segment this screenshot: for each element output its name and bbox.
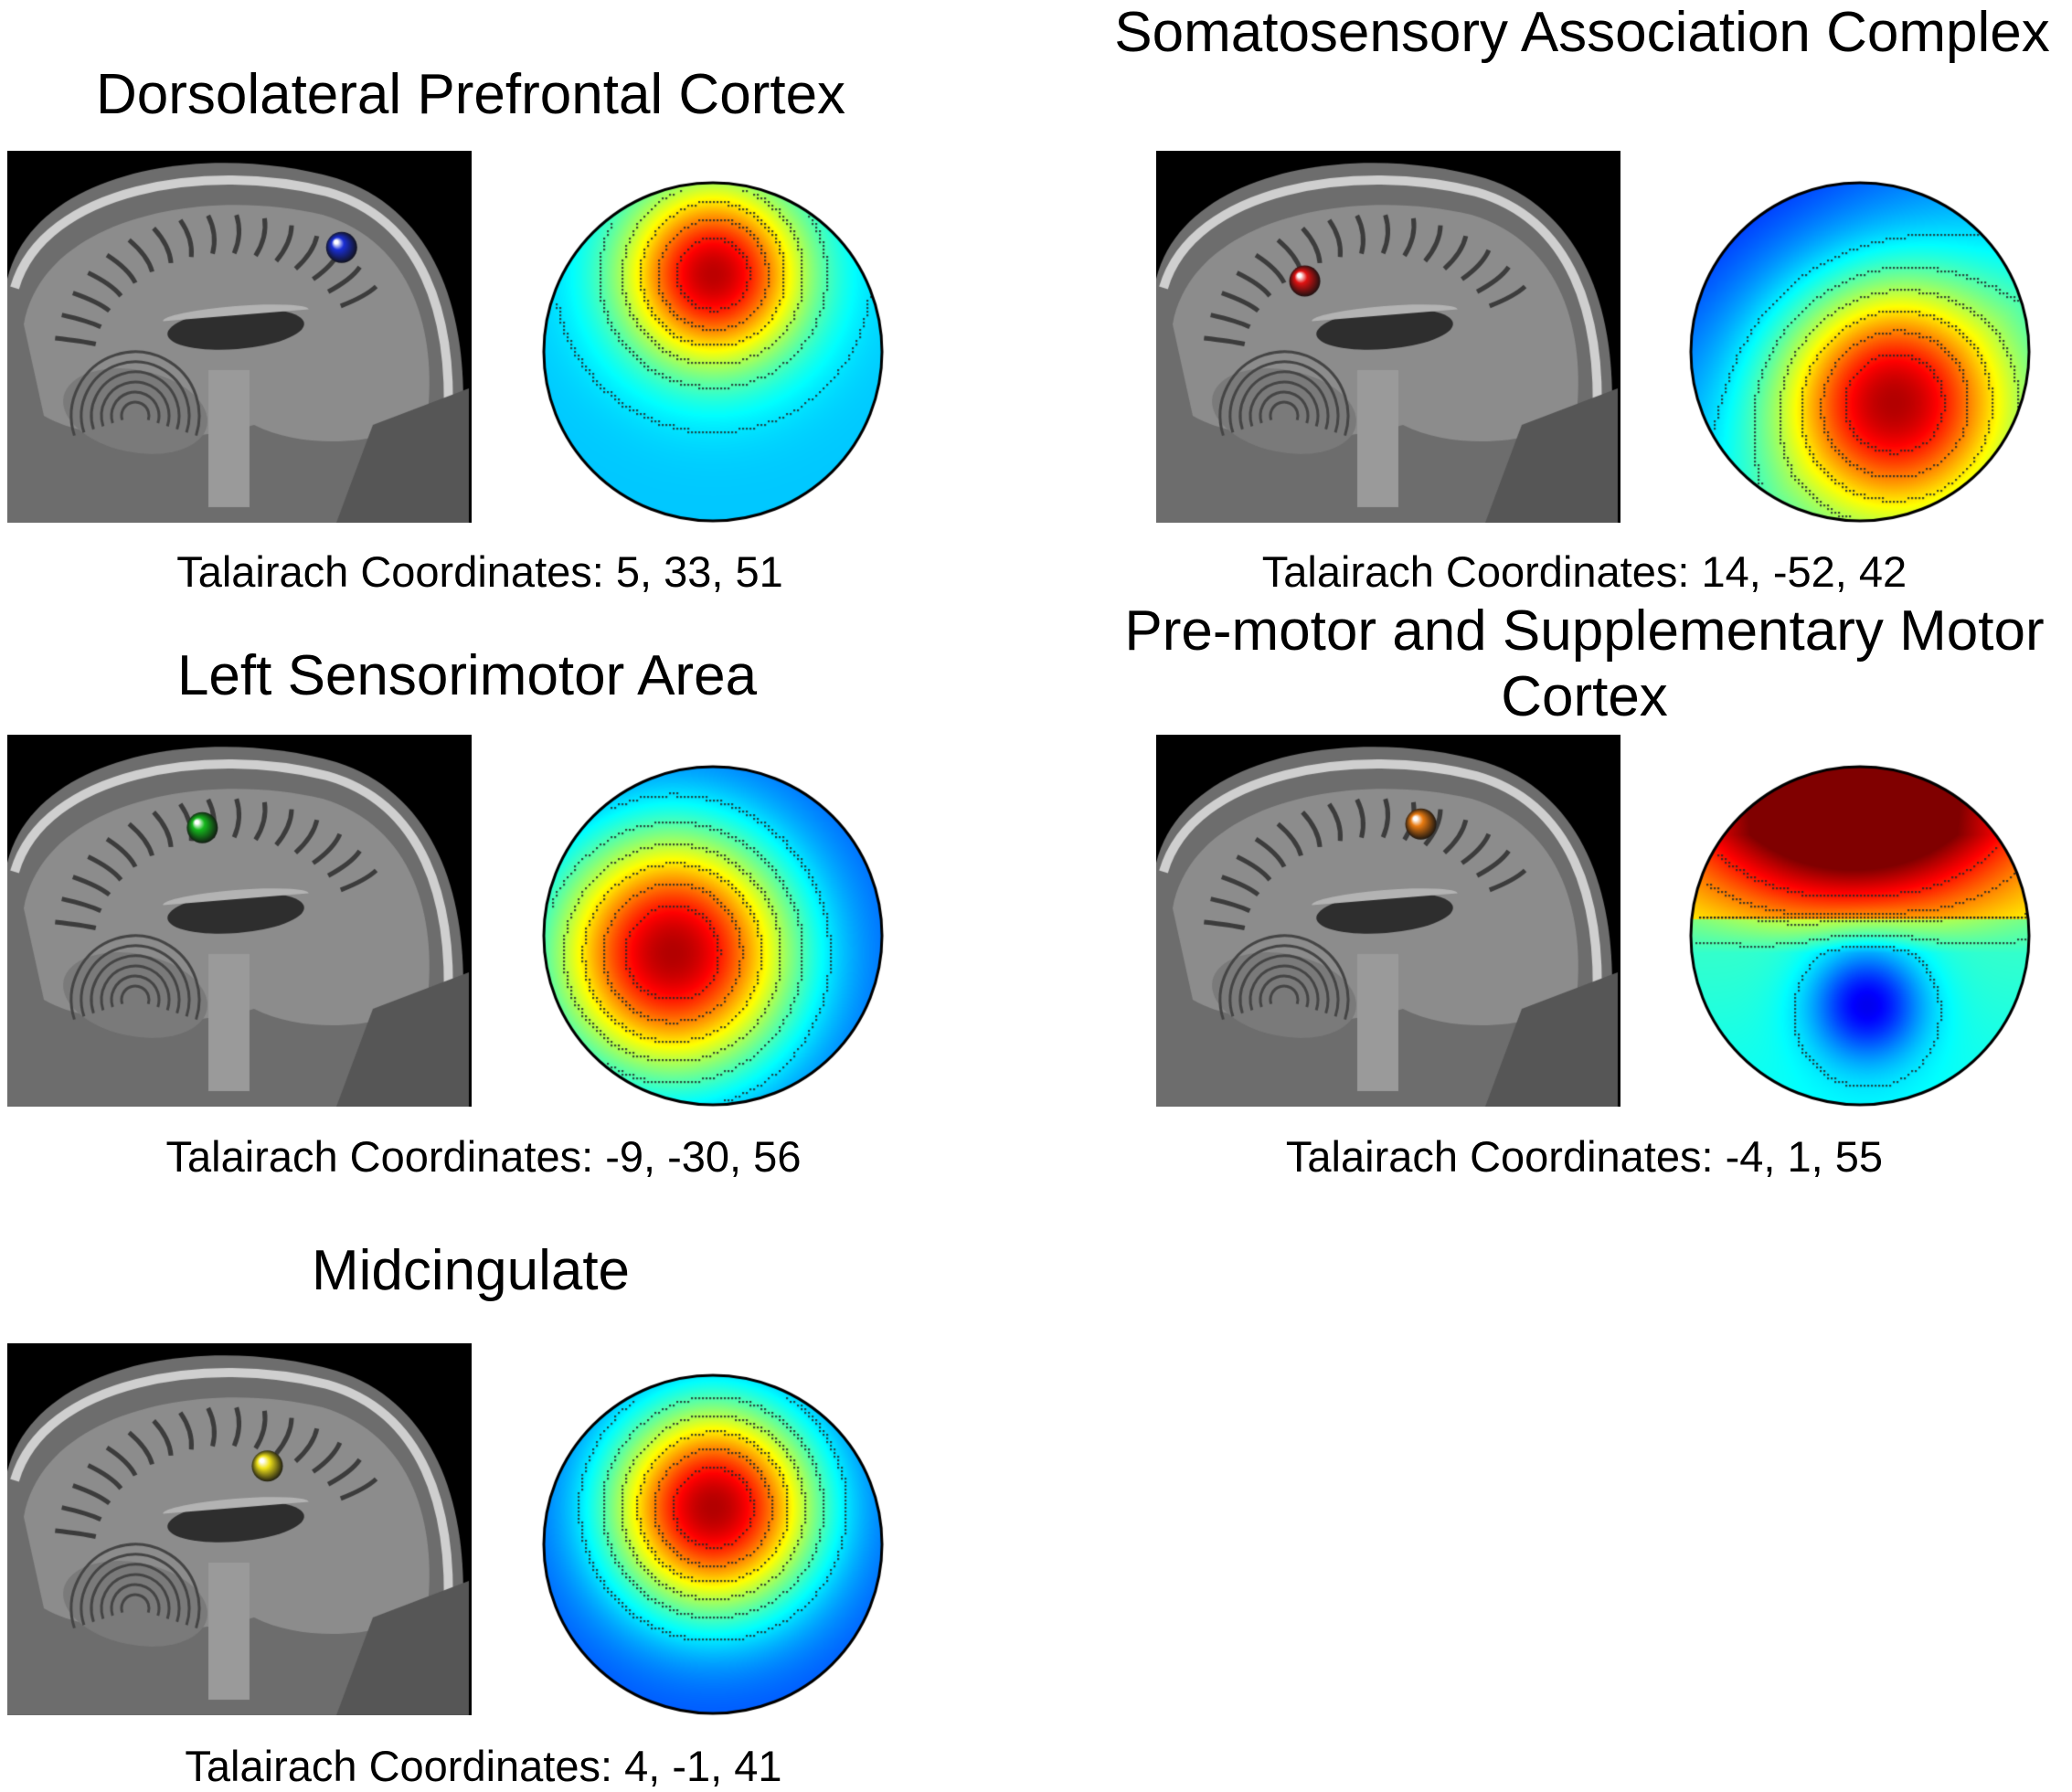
talairach-coordinates: Talairach Coordinates: 4, -1, 41 [185, 1742, 782, 1790]
mri-sagittal-image [7, 151, 472, 523]
panel-midcingulate: Midcingulate Talairach Coordinates: 4, -… [0, 1238, 1033, 1790]
mri-sagittal-image [1156, 735, 1620, 1107]
scalp-topography-map [1654, 142, 2066, 535]
panel-title: Left Sensorimotor Area [176, 644, 758, 707]
mri-sagittal-image [7, 735, 472, 1107]
scalp-topography-map [507, 142, 919, 535]
scalp-topography-map [507, 726, 919, 1119]
mri-sagittal-image [1156, 151, 1620, 523]
talairach-coordinates: Talairach Coordinates: 5, 33, 51 [176, 547, 783, 596]
mri-sagittal-image [7, 1343, 472, 1715]
panel-title: Somatosensory Association Complex [1114, 1, 2050, 64]
panel-premotor-sma: Pre-motor and Supplementary Motor Cortex… [1097, 599, 2072, 1197]
panel-title: Dorsolateral Prefrontal Cortex [95, 63, 846, 126]
panel-title: Pre-motor and Supplementary Motor Cortex [1124, 599, 2045, 728]
panel-somatosensory: Somatosensory Association Complex Talair… [1097, 0, 2072, 621]
panel-dlpfc: Dorsolateral Prefrontal Cortex Talairach… [0, 0, 1033, 621]
scalp-topography-map [1654, 726, 2066, 1119]
panel-title: Midcingulate [311, 1239, 631, 1302]
talairach-coordinates: Talairach Coordinates: -4, 1, 55 [1285, 1132, 1884, 1181]
talairach-coordinates: Talairach Coordinates: 14, -52, 42 [1261, 547, 1907, 596]
scalp-topography-map [507, 1334, 919, 1727]
panel-left-sensorimotor: Left Sensorimotor Area Talairach Coordin… [0, 631, 1033, 1197]
talairach-coordinates: Talairach Coordinates: -9, -30, 56 [165, 1132, 802, 1181]
